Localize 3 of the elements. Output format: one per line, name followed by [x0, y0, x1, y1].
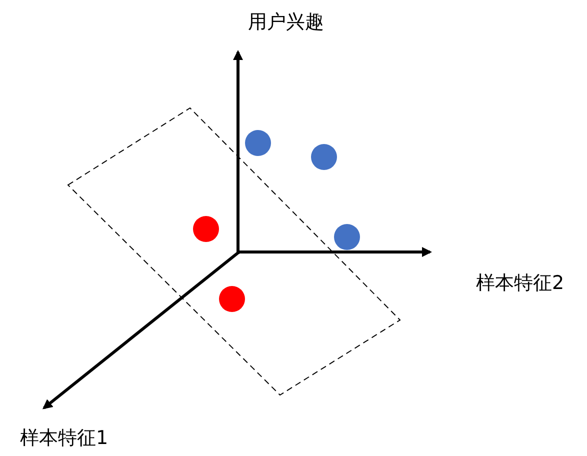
axis-label: 样本特征1 — [20, 426, 108, 451]
axis-label: 样本特征2 — [476, 271, 564, 296]
axis-label: 用户兴趣 — [248, 10, 324, 35]
